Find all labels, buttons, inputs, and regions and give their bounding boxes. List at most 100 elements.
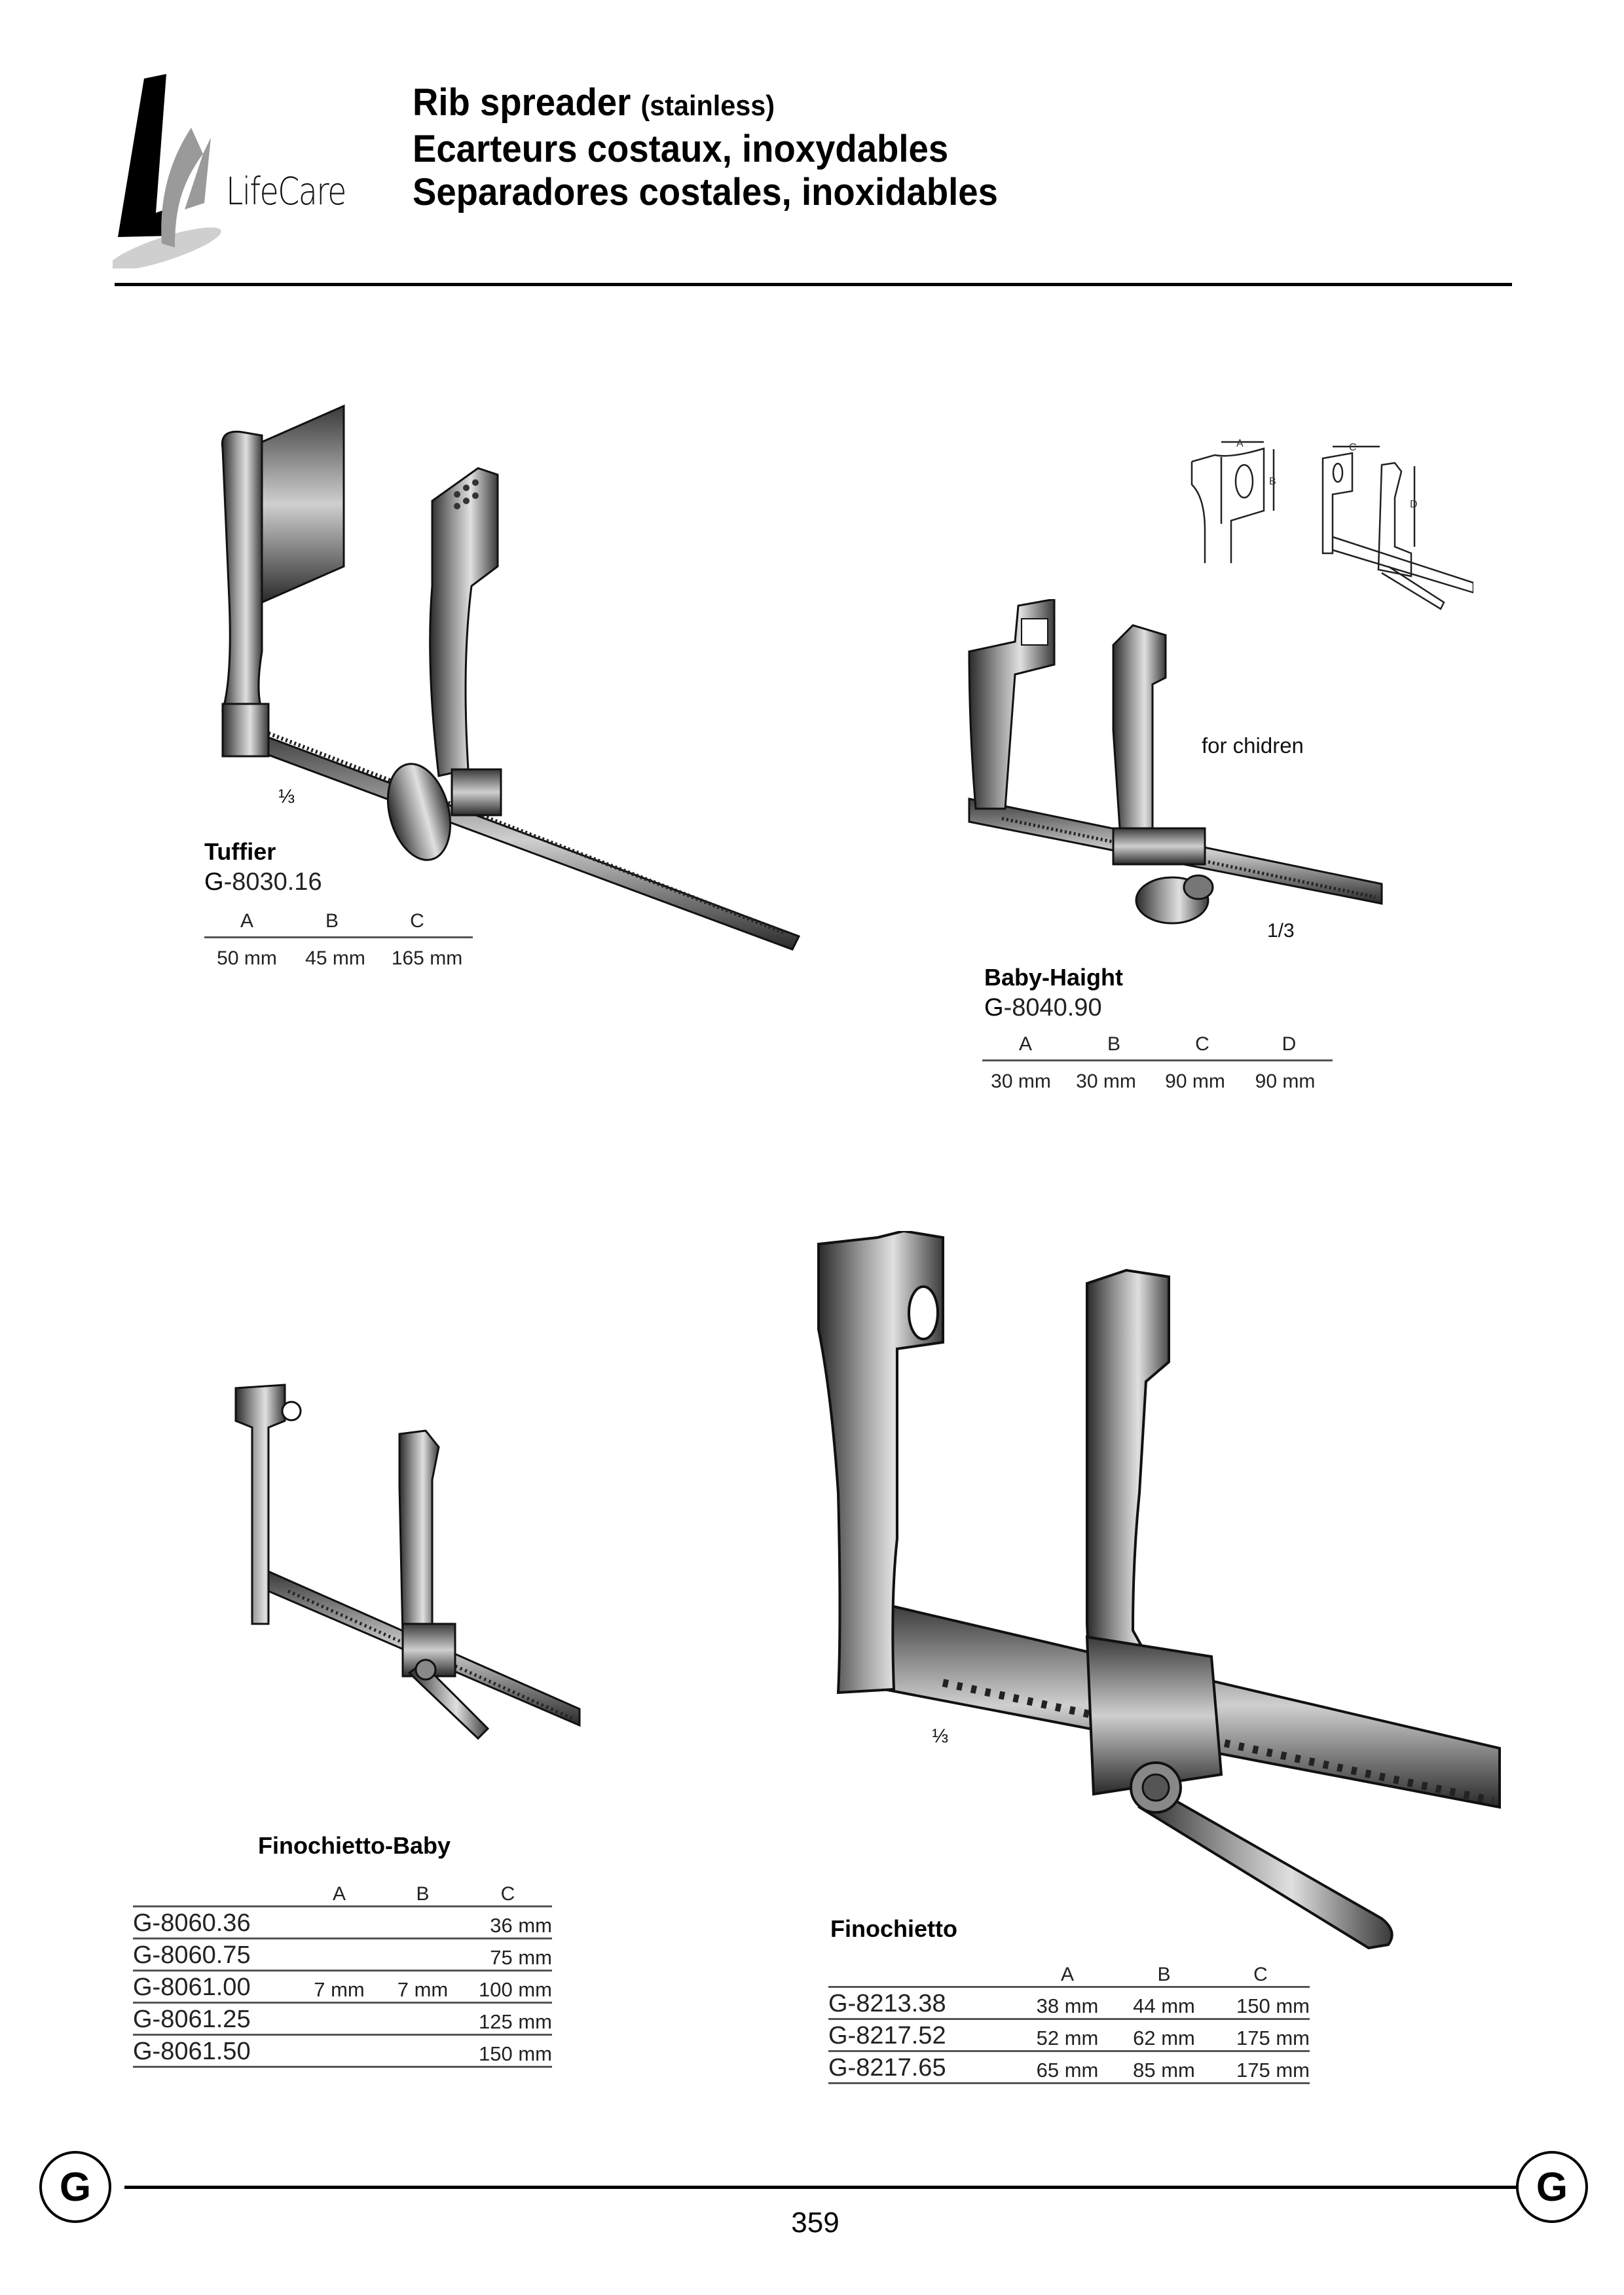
baby-haight-dimensions: A B C D 30 mm 30 mm 90 mm 90 mm: [982, 1033, 1333, 1093]
svg-text:C: C: [1349, 442, 1357, 453]
value-b: 7 mm: [382, 1970, 464, 2004]
baby-haight-scale: 1/3: [1267, 920, 1295, 942]
value-c: 175 mm: [1211, 2019, 1310, 2052]
table-row: G-8060.75 75 mm: [133, 1938, 552, 1972]
value-c: 75 mm: [464, 1938, 552, 1972]
value-b: 45 mm: [305, 947, 365, 969]
finochietto-table: A B C G-8213.38 38 mm 44 mm 150 mm G-821…: [828, 1960, 1310, 2084]
section-marker-left: G: [39, 2151, 111, 2223]
value-c: 90 mm: [1165, 1071, 1225, 1092]
col-b: B: [382, 1879, 464, 1907]
table-row: G-8061.00 7 mm 7 mm 100 mm: [133, 1970, 552, 2004]
tuffier-image: [210, 403, 812, 956]
value-b: 44 mm: [1116, 1987, 1211, 2020]
footer-divider: [124, 2186, 1519, 2189]
table-row: G-8061.25 125 mm: [133, 2002, 552, 2036]
value-a: 7 mm: [297, 1970, 382, 2004]
col-b: B: [1107, 1033, 1120, 1055]
finochietto-baby-image: [229, 1382, 589, 1765]
table-row: G-8217.52 52 mm 62 mm 175 mm: [828, 2019, 1310, 2052]
value-a: [297, 1938, 382, 1972]
col-c: C: [1195, 1033, 1209, 1055]
item-code: G-8060.36: [133, 1906, 297, 1939]
dimension-values: 50 mm 45 mm 165 mm: [204, 947, 473, 970]
value-c: 150 mm: [1211, 1987, 1310, 2020]
value-b: 85 mm: [1116, 2051, 1211, 2084]
col-a: A: [1018, 1033, 1032, 1055]
col-c: C: [410, 910, 424, 932]
col-a: A: [240, 910, 253, 932]
col-code: [828, 1960, 1018, 1988]
finochietto-scale: ⅓: [932, 1725, 949, 1747]
lifecare-logo-icon: [109, 74, 221, 270]
table-row: G-8060.36 36 mm: [133, 1906, 552, 1939]
value-a: 50 mm: [217, 947, 277, 969]
title-english: Rib spreader (stainless): [413, 81, 998, 128]
code-number: -8030.16: [223, 868, 322, 896]
value-b: [382, 2034, 464, 2068]
table-row: G-8061.50 150 mm: [133, 2034, 552, 2068]
col-a: A: [1018, 1960, 1116, 1988]
value-b: 30 mm: [1076, 1071, 1136, 1092]
page-title: Rib spreader (stainless) Ecarteurs costa…: [413, 81, 998, 214]
svg-text:D: D: [1410, 499, 1418, 510]
finochietto-baby-name: Finochietto-Baby: [258, 1832, 451, 1859]
dimension-header: A B C D: [982, 1033, 1333, 1056]
dimension-header: A B C: [204, 910, 473, 932]
baby-haight-note: for chidren: [1202, 733, 1304, 758]
finochietto-baby-table: A B C G-8060.36 36 mm G-8060.75 75 mm G-…: [133, 1879, 552, 2068]
item-code: G-8060.75: [133, 1938, 297, 1972]
title-suffix: (stainless): [640, 90, 775, 122]
code-prefix: G: [984, 994, 1004, 1021]
table-header: A B C: [828, 1960, 1310, 1988]
value-a: [297, 2034, 382, 2068]
baby-haight-image: [963, 598, 1388, 956]
logo-brand-text: LifeCare: [226, 169, 346, 213]
value-a: 38 mm: [1018, 1987, 1116, 2020]
table-header: A B C: [133, 1879, 552, 1907]
value-c: 36 mm: [464, 1906, 552, 1939]
section-marker-right: G: [1516, 2151, 1588, 2223]
svg-text:A: A: [1236, 438, 1244, 449]
value-a: [297, 2002, 382, 2036]
page-number: 359: [791, 2207, 840, 2239]
dimension-rule: [204, 936, 473, 938]
title-spanish: Separadores costales, inoxidables: [413, 171, 998, 213]
col-c: C: [464, 1879, 552, 1907]
value-c: 165 mm: [391, 947, 463, 969]
tuffier-name: Tuffier: [204, 838, 276, 865]
col-b: B: [1116, 1960, 1211, 1988]
table-row: G-8217.65 65 mm 85 mm 175 mm: [828, 2051, 1310, 2084]
title-line-1: Rib spreader: [413, 81, 631, 124]
tuffier-scale: ⅓: [278, 786, 295, 807]
value-d: 90 mm: [1255, 1071, 1316, 1092]
table-row: G-8213.38 38 mm 44 mm 150 mm: [828, 1987, 1310, 2020]
finochietto-image: [812, 1229, 1513, 1961]
value-c: 150 mm: [464, 2034, 552, 2068]
value-a: 52 mm: [1018, 2019, 1116, 2052]
baby-haight-name: Baby-Haight: [984, 964, 1124, 991]
tuffier-dimensions: A B C 50 mm 45 mm 165 mm: [204, 910, 473, 970]
svg-text:B: B: [1269, 476, 1276, 487]
tuffier-code: G-8030.16: [204, 868, 322, 896]
baby-haight-code: G-8040.90: [984, 994, 1102, 1022]
title-french: Ecarteurs costaux, inoxydables: [413, 128, 949, 170]
value-b: 62 mm: [1116, 2019, 1211, 2052]
value-b: [382, 1938, 464, 1972]
value-c: 175 mm: [1211, 2051, 1310, 2084]
item-code: G-8061.00: [133, 1970, 297, 2004]
lifecare-logo: [109, 72, 368, 270]
value-c: 125 mm: [464, 2002, 552, 2036]
col-d: D: [1282, 1033, 1297, 1055]
col-c: C: [1211, 1960, 1310, 1988]
code-number: -8040.90: [1003, 994, 1102, 1021]
value-c: 100 mm: [464, 1970, 552, 2004]
item-code: G-8217.52: [828, 2019, 1018, 2052]
item-code: G-8061.50: [133, 2034, 297, 2068]
item-code: G-8213.38: [828, 1987, 1018, 2020]
dimension-values: 30 mm 30 mm 90 mm 90 mm: [982, 1071, 1333, 1093]
header-divider: [115, 283, 1512, 286]
col-a: A: [297, 1879, 382, 1907]
baby-haight-diagram: A B C D: [1185, 413, 1475, 619]
value-a: [297, 1906, 382, 1939]
